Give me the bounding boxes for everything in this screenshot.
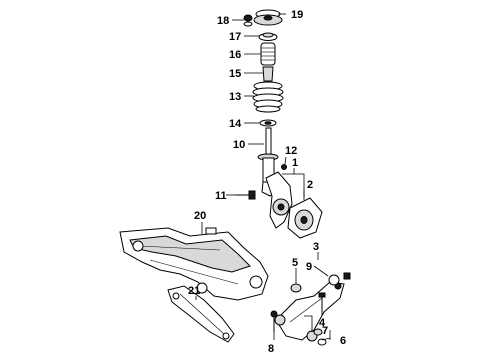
ball-joint-part: [328, 272, 351, 286]
callout-2: 2: [307, 179, 313, 191]
callout-5: 5: [292, 257, 298, 269]
upper-mount-part: [253, 9, 283, 26]
lower-control-arm-part: [274, 281, 345, 342]
coil-spring-part: [252, 81, 284, 113]
arm-bolt-part: [318, 292, 326, 312]
callout-18: 18: [217, 15, 229, 27]
callout-20: 20: [194, 210, 206, 222]
callout-6: 6: [340, 335, 346, 347]
steering-knuckle-part: [265, 171, 293, 229]
callout-12: 12: [285, 145, 297, 157]
callout-16: 16: [229, 49, 241, 61]
wheel-hub-part: [287, 197, 323, 239]
callout-3: 3: [313, 241, 319, 253]
callout-labels: 19 18 17 16 15 13 14 10 12 1 2 11 20 3 5…: [188, 9, 346, 355]
bump-stop-part: [262, 66, 274, 82]
callout-1: 1: [292, 157, 298, 169]
callout-19: 19: [291, 9, 303, 21]
callout-14: 14: [229, 118, 242, 130]
mount-nut-part: [243, 14, 253, 27]
lower-brace-part: [167, 285, 235, 343]
callout-10: 10: [233, 139, 245, 151]
leader-lines: [195, 13, 331, 341]
callout-21: 21: [188, 285, 200, 297]
knuckle-bolt-part: [236, 190, 256, 200]
callout-9: 9: [306, 261, 312, 273]
callout-7: 7: [322, 325, 328, 337]
callout-8: 8: [268, 343, 274, 355]
crossmember-subframe-part: [119, 227, 269, 301]
callout-11: 11: [215, 190, 227, 202]
callout-13: 13: [229, 91, 241, 103]
callout-4: 4: [319, 317, 326, 329]
arm-bushing-part: [290, 283, 302, 293]
front-bushing-bolt-part: [270, 310, 278, 332]
bearing-part: [258, 32, 278, 41]
strut-bolt-part: [281, 164, 287, 170]
spring-insulator-part: [259, 119, 277, 127]
rear-bushing-part: [313, 328, 327, 346]
callout-17: 17: [229, 31, 241, 43]
callout-15: 15: [229, 68, 241, 80]
dust-boot-part: [260, 42, 276, 66]
